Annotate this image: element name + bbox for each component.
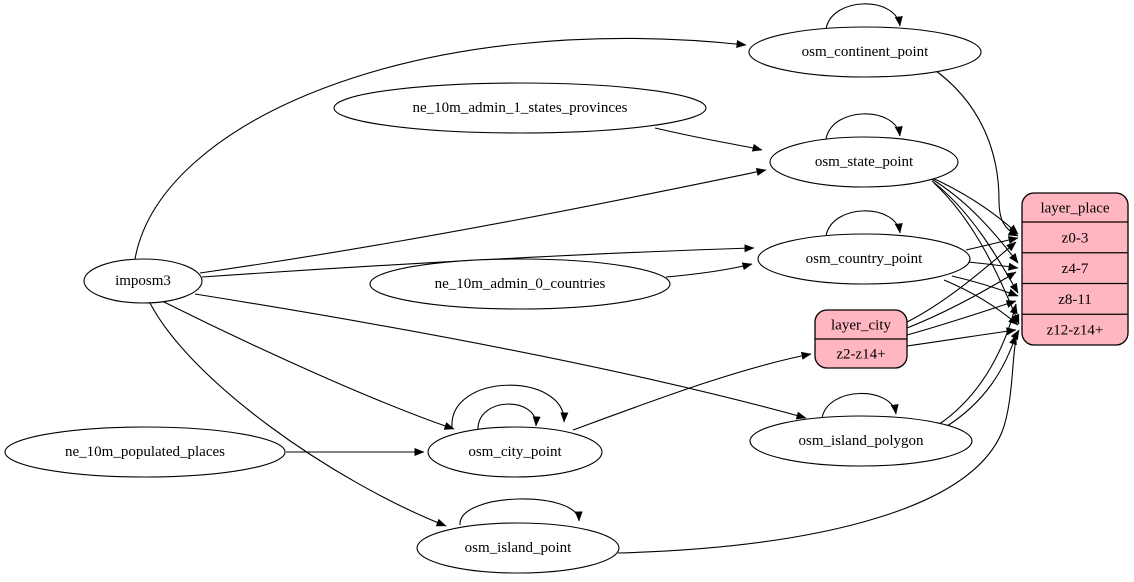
edge-imposm3-to-osm_island_polygon	[194, 293, 807, 420]
node-label-osm_country_point: osm_country_point	[806, 251, 923, 267]
edge-ne_10m_admin_1_states_provinces-to-osm_state_point	[654, 127, 763, 152]
edge-osm_continent_point-to-osm_continent_point	[825, 3, 903, 30]
edge-osm_country_point-to-layer_place.z8-11	[951, 275, 1019, 297]
record-shape-layer_place	[1021, 192, 1129, 346]
edge-osm_continent_point-to-layer_place.z0-3	[931, 67, 1019, 237]
record-row-layer_place-z0-3: z0-3	[1062, 230, 1089, 246]
edge-imposm3-to-osm_country_point	[201, 244, 755, 278]
edge-osm_state_point-to-layer_place.z8-11	[931, 180, 1019, 294]
edge-osm_island_point-to-osm_island_point	[459, 498, 583, 526]
node-shape-osm_island_polygon	[749, 415, 973, 467]
edge-osm_island_polygon-to-osm_island_polygon	[821, 392, 899, 419]
node-label-osm_island_polygon: osm_island_polygon	[798, 433, 924, 449]
node-ne_10m_admin_1_states_provinces: ne_10m_admin_1_states_provinces	[333, 82, 707, 134]
edge-layer_city.z2-z14+-to-layer_place.z8-11	[906, 300, 1017, 336]
edge-osm_city_point-to-layer_city.z2-z14+	[572, 351, 812, 431]
edge-layer_city.z2-z14+-to-layer_place.z0-3	[906, 241, 1017, 323]
node-shape-osm_island_point	[416, 522, 620, 574]
node-osm_city_point: osm_city_point	[427, 426, 603, 478]
node-label-osm_continent_point: osm_continent_point	[802, 44, 929, 60]
record-row-layer_place-z8-11: z8-11	[1058, 292, 1092, 308]
edge-osm_island_point-to-layer_place.z12-z14+	[617, 329, 1020, 554]
node-osm_state_point: osm_state_point	[769, 136, 959, 188]
record-row-layer_place-z12-z14+: z12-z14+	[1047, 323, 1104, 339]
node-shape-osm_continent_point	[748, 26, 982, 78]
node-label-osm_state_point: osm_state_point	[815, 154, 914, 170]
edge-osm_island_polygon-to-layer_place.z12-z14+	[943, 334, 1017, 429]
edge-osm_state_point-to-layer_place.z0-3	[927, 175, 1019, 235]
node-label-imposm3: imposm3	[115, 273, 171, 289]
edge-osm_country_point-to-layer_place.z0-3	[965, 236, 1019, 251]
node-osm_continent_point: osm_continent_point	[748, 26, 982, 78]
edge-osm_city_point-to-osm_city_point	[451, 384, 569, 429]
edge-osm_country_point-to-layer_place.z4-7	[967, 261, 1019, 271]
node-shape-ne_10m_admin_0_countries	[369, 258, 671, 310]
node-shape-osm_city_point	[427, 426, 603, 478]
record-layer_place: layer_place z0-3 z4-7 z8-11 z12-z14+	[1021, 192, 1129, 346]
edge-layer_city.z2-z14+-to-layer_place.z12-z14+	[906, 327, 1017, 347]
node-imposm3: imposm3	[83, 258, 203, 304]
node-shape-ne_10m_admin_1_states_provinces	[333, 82, 707, 134]
edge-imposm3-to-osm_state_point	[199, 168, 767, 274]
node-osm_island_point: osm_island_point	[416, 522, 620, 574]
node-label-osm_island_point: osm_island_point	[465, 540, 573, 556]
record-layer_city: layer_city z2-z14+	[814, 309, 908, 369]
node-osm_country_point: osm_country_point	[757, 233, 971, 285]
edge-imposm3-to-osm_island_point	[149, 302, 447, 527]
edge-imposm3-to-osm_continent_point	[134, 37, 747, 260]
node-label-ne_10m_admin_0_countries: ne_10m_admin_0_countries	[435, 276, 606, 292]
record-row-layer_place-z4-7: z4-7	[1062, 261, 1089, 277]
record-header-layer_city: layer_city	[831, 318, 891, 334]
edge-layer_city.z2-z14+-to-layer_place.z4-7	[906, 271, 1017, 329]
node-shape-imposm3	[83, 258, 203, 304]
edge-imposm3-to-osm_city_point	[161, 300, 455, 430]
edge-ne_10m_admin_0_countries-to-osm_country_point	[665, 262, 753, 278]
node-shape-osm_country_point	[757, 233, 971, 285]
node-label-osm_city_point: osm_city_point	[468, 444, 562, 460]
node-shape-ne_10m_populated_places	[4, 426, 286, 478]
edge-osm_state_point-to-layer_place.z4-7	[929, 177, 1019, 264]
record-header-layer_place: layer_place	[1040, 201, 1109, 217]
edge-osm_state_point-to-osm_state_point	[825, 113, 903, 140]
node-ne_10m_populated_places: ne_10m_populated_places	[4, 426, 286, 478]
node-label-ne_10m_populated_places: ne_10m_populated_places	[65, 444, 225, 460]
node-ne_10m_admin_0_countries: ne_10m_admin_0_countries	[369, 258, 671, 310]
edge-osm_city_point-to-osm_city_point	[477, 403, 541, 432]
edge-osm_island_polygon-to-layer_place.z8-11	[937, 303, 1018, 426]
edge-osm_country_point-to-osm_country_point	[825, 210, 903, 237]
node-label-ne_10m_admin_1_states_provinces: ne_10m_admin_1_states_provinces	[413, 100, 628, 116]
record-row-layer_city-z2-z14+: z2-z14+	[836, 347, 885, 363]
node-shape-osm_state_point	[769, 136, 959, 188]
node-osm_island_polygon: osm_island_polygon	[749, 415, 973, 467]
edge-osm_country_point-to-layer_place.z12-z14+	[943, 279, 1019, 326]
